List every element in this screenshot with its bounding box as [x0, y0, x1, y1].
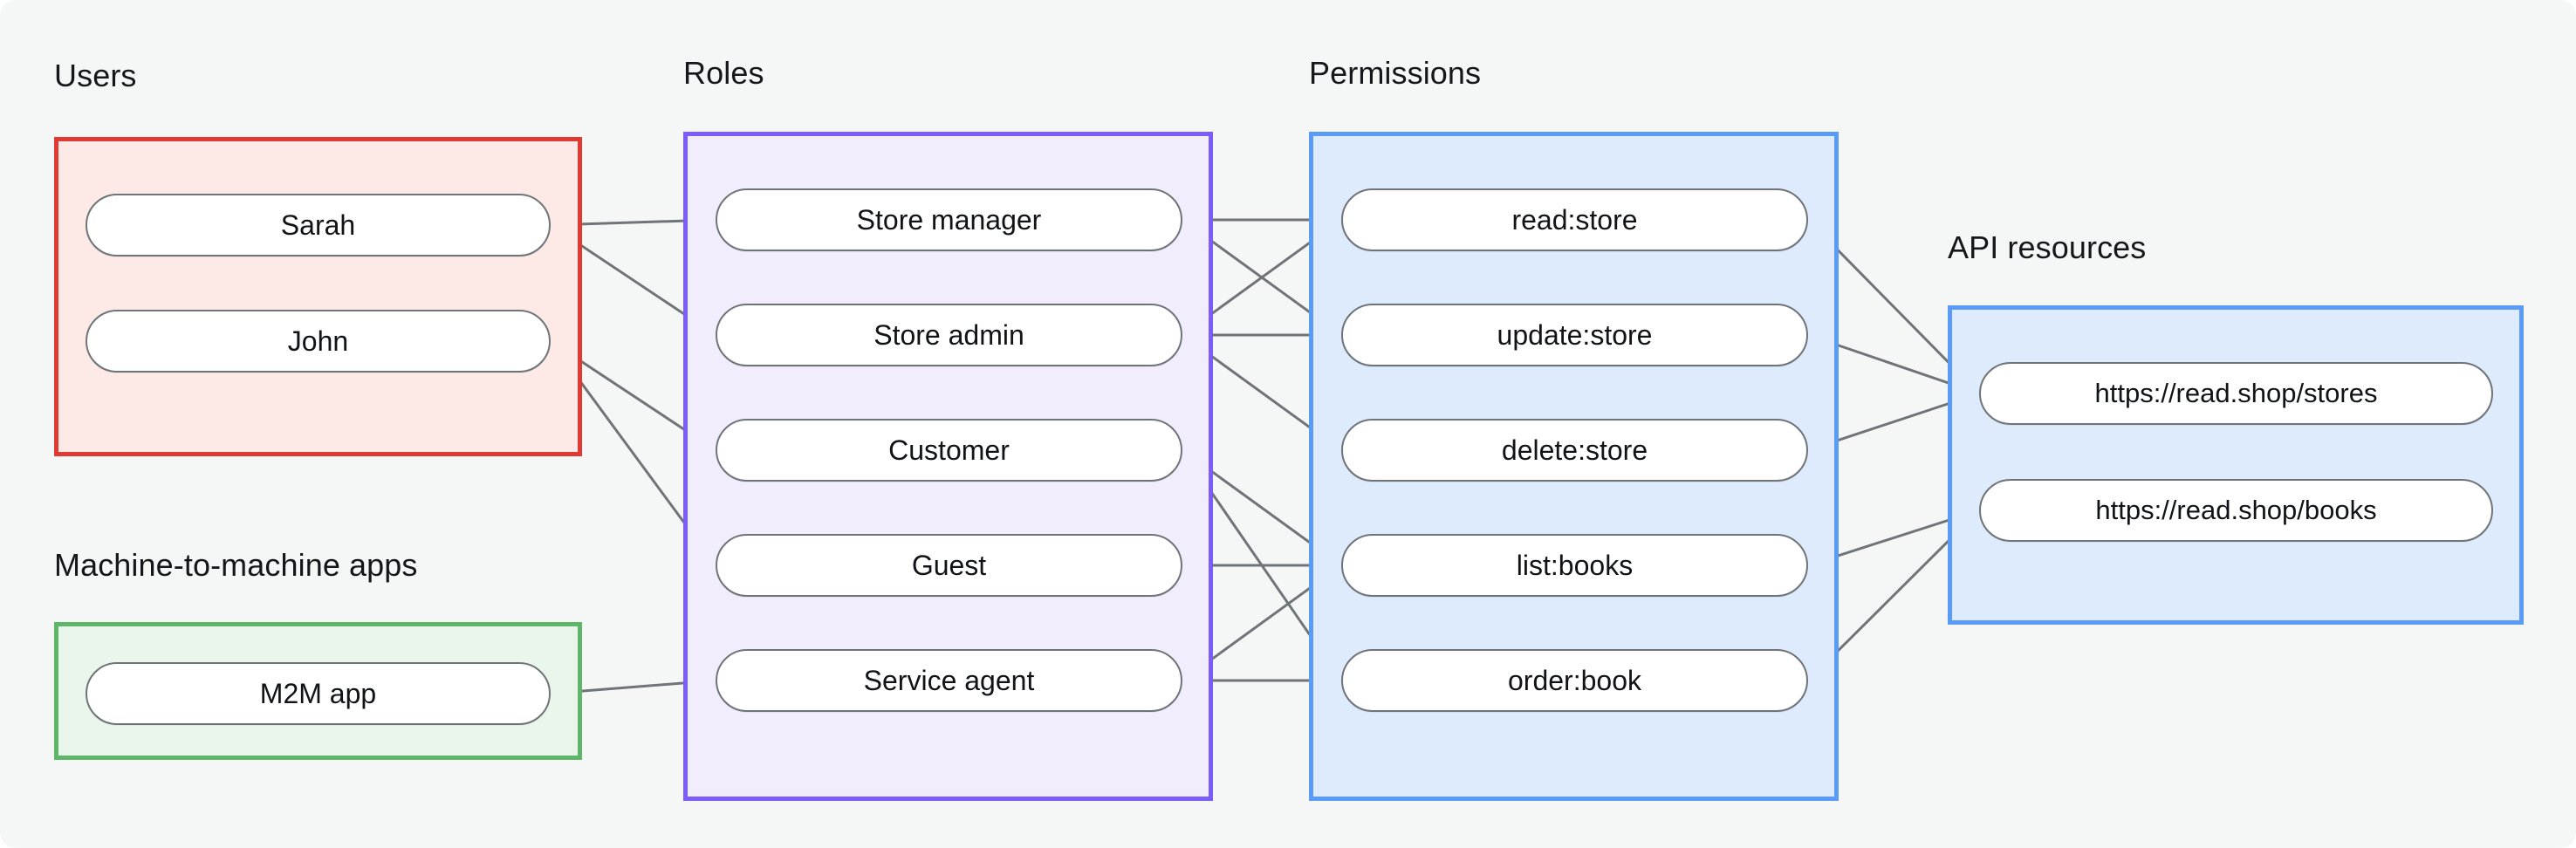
node-list-books[interactable]: list:books	[1341, 534, 1808, 597]
group-box-users	[54, 137, 582, 456]
node-resource-stores[interactable]: https://read.shop/stores	[1979, 362, 2493, 425]
group-box-api-resources	[1948, 305, 2524, 625]
node-john[interactable]: John	[86, 310, 551, 373]
group-label-m2m: Machine-to-machine apps	[54, 547, 418, 583]
node-update-store[interactable]: update:store	[1341, 304, 1808, 366]
group-label-api-resources: API resources	[1948, 229, 2147, 265]
node-read-store[interactable]: read:store	[1341, 188, 1808, 251]
node-store-admin[interactable]: Store admin	[716, 304, 1182, 366]
node-order-book[interactable]: order:book	[1341, 649, 1808, 712]
node-delete-store[interactable]: delete:store	[1341, 419, 1808, 482]
node-sarah[interactable]: Sarah	[86, 194, 551, 256]
node-customer[interactable]: Customer	[716, 419, 1182, 482]
node-store-manager[interactable]: Store manager	[716, 188, 1182, 251]
group-label-users: Users	[54, 58, 137, 93]
node-guest[interactable]: Guest	[716, 534, 1182, 597]
group-label-permissions: Permissions	[1309, 55, 1482, 91]
group-label-roles: Roles	[683, 55, 764, 91]
node-m2m-app[interactable]: M2M app	[86, 662, 551, 725]
node-service-agent[interactable]: Service agent	[716, 649, 1182, 712]
node-resource-books[interactable]: https://read.shop/books	[1979, 479, 2493, 542]
